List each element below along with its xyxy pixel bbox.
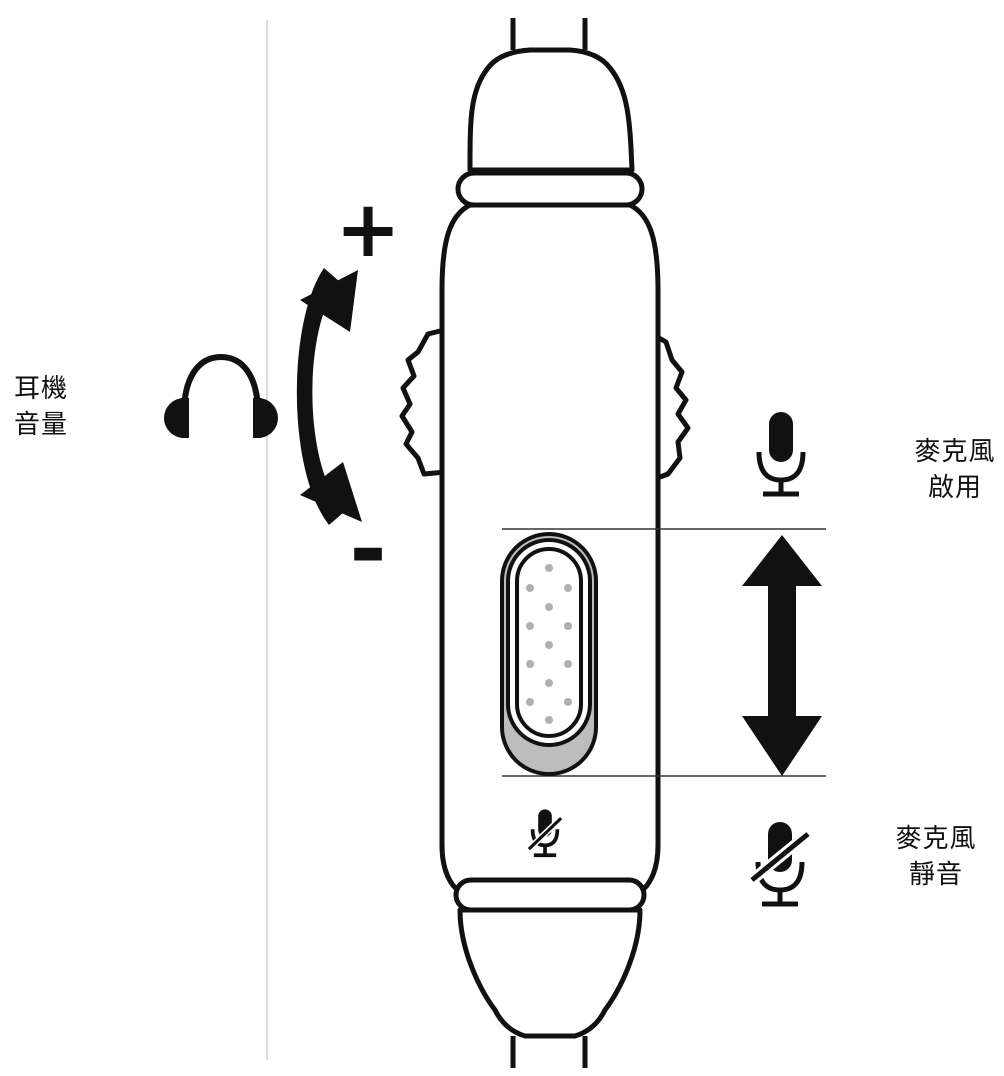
mic-muted-label-line1: 麥克風: [895, 824, 977, 854]
headphone-icon: [164, 353, 278, 438]
volume-down-symbol: -: [349, 497, 386, 602]
volume-wheel-left: [399, 327, 449, 477]
mic-enabled-label: 麥克風 啟用: [910, 434, 1000, 506]
top-ring: [455, 170, 645, 208]
volume-up-symbol: +: [335, 185, 400, 275]
vertical-double-arrow-icon: [742, 535, 822, 776]
headphone-volume-label-line1: 耳機: [13, 374, 68, 404]
volume-wheel-right: [649, 331, 691, 483]
bottom-strain-relief: [457, 907, 643, 1039]
microphone-muted-icon: [748, 822, 812, 907]
mic-enabled-label-line1: 麥克風: [914, 437, 996, 467]
body-microphone-muted-icon: [526, 809, 564, 858]
microphone-icon: [756, 412, 806, 497]
cable-top: [510, 18, 588, 50]
bottom-ring: [453, 877, 647, 913]
mic-muted-label-line2: 靜音: [908, 860, 963, 890]
cable-bottom: [510, 1036, 588, 1068]
headphone-volume-label-line2: 音量: [13, 410, 68, 440]
mic-muted-label: 麥克風 靜音: [886, 821, 986, 893]
slider-travel-guides: [502, 528, 826, 777]
top-strain-relief: [467, 47, 635, 173]
mic-enabled-label-line2: 啟用: [927, 473, 982, 503]
mute-slider-switch: [500, 532, 598, 776]
headphone-volume-label: 耳機 音量: [6, 371, 76, 443]
volume-curved-arrow-icon: [296, 268, 362, 525]
